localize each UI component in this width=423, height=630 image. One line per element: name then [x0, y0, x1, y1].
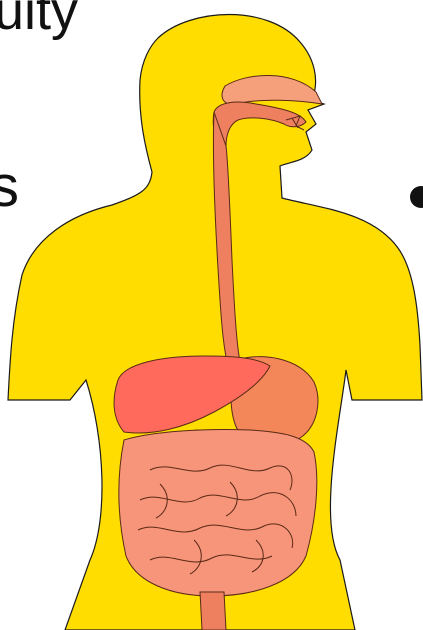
rectum	[200, 592, 226, 630]
large-intestine	[119, 429, 317, 596]
